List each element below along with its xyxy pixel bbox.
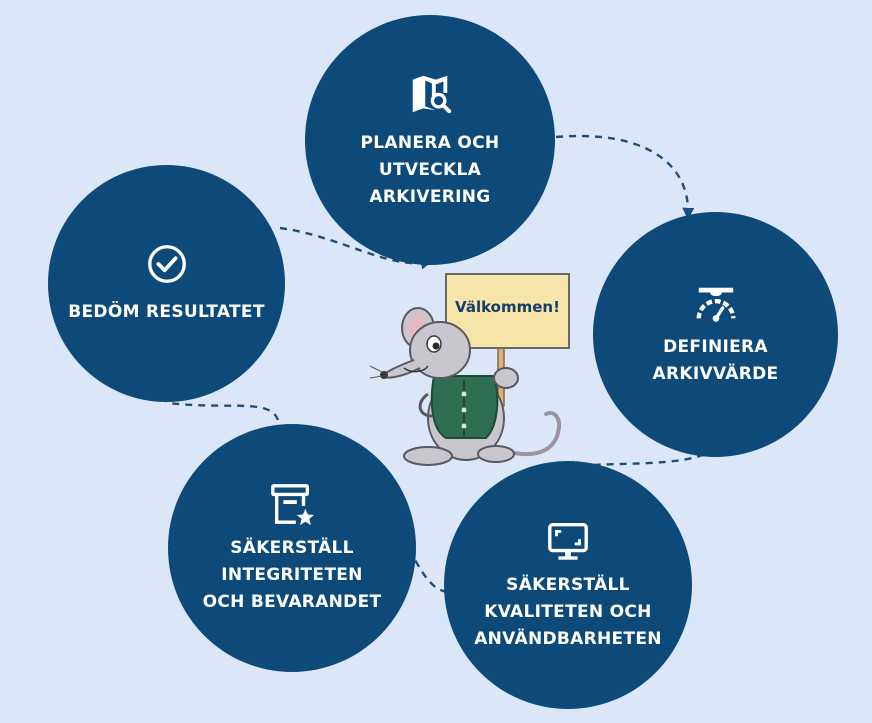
node-quality-label-line: ANVÄNDBARHETEN [474, 628, 662, 649]
welcome-sign-text: Välkommen! [455, 298, 560, 316]
node-quality-label-line: KVALITETEN OCH [484, 601, 652, 622]
node-plan-label-line: UTVECKLA [378, 159, 482, 180]
node-plan-label-line: ARKIVERING [369, 186, 491, 207]
node-plan-label-line: PLANERA OCH [360, 132, 500, 153]
node-define-label-line: ARKIVVÄRDE [652, 363, 779, 384]
check-circle-icon [147, 245, 186, 283]
map-search-icon [412, 75, 452, 113]
scale-gauge-icon [696, 287, 735, 322]
node-define-label-line: DEFINIERA [663, 336, 768, 357]
node-quality-label: SÄKERSTÄLL KVALITETEN OCH ANVÄNDBARHETEN [456, 572, 680, 653]
node-quality-label-line: SÄKERSTÄLL [506, 574, 630, 595]
node-plan-label: PLANERA OCH UTVECKLA ARKIVERING [343, 130, 518, 211]
node-ensure-quality: SÄKERSTÄLL KVALITETEN OCH ANVÄNDBARHETEN [444, 461, 692, 709]
mouse-mascot-icon [369, 273, 570, 466]
node-plan-archiving: PLANERA OCH UTVECKLA ARKIVERING [305, 15, 555, 265]
node-integrity-label-line: OCH BEVARANDET [202, 591, 382, 612]
archive-star-icon [271, 483, 315, 525]
node-define-archival-value: DEFINIERA ARKIVVÄRDE [593, 212, 838, 457]
node-assess-result: BEDÖM RESULTATET [48, 165, 285, 402]
arrow-plan-to-define [555, 134, 695, 220]
node-integrity-label-line: SÄKERSTÄLL [230, 537, 354, 558]
arrow-integrity-to-assess [156, 387, 280, 421]
node-assess-label: BEDÖM RESULTATET [68, 302, 265, 322]
monitor-icon [548, 522, 588, 560]
node-define-label: DEFINIERA ARKIVVÄRDE [635, 334, 797, 388]
node-integrity-label-line: INTEGRITETEN [221, 564, 363, 585]
node-integrity-label: SÄKERSTÄLL INTEGRITETEN OCH BEVARANDET [185, 535, 400, 616]
node-ensure-integrity: SÄKERSTÄLL INTEGRITETEN OCH BEVARANDET [168, 424, 416, 672]
